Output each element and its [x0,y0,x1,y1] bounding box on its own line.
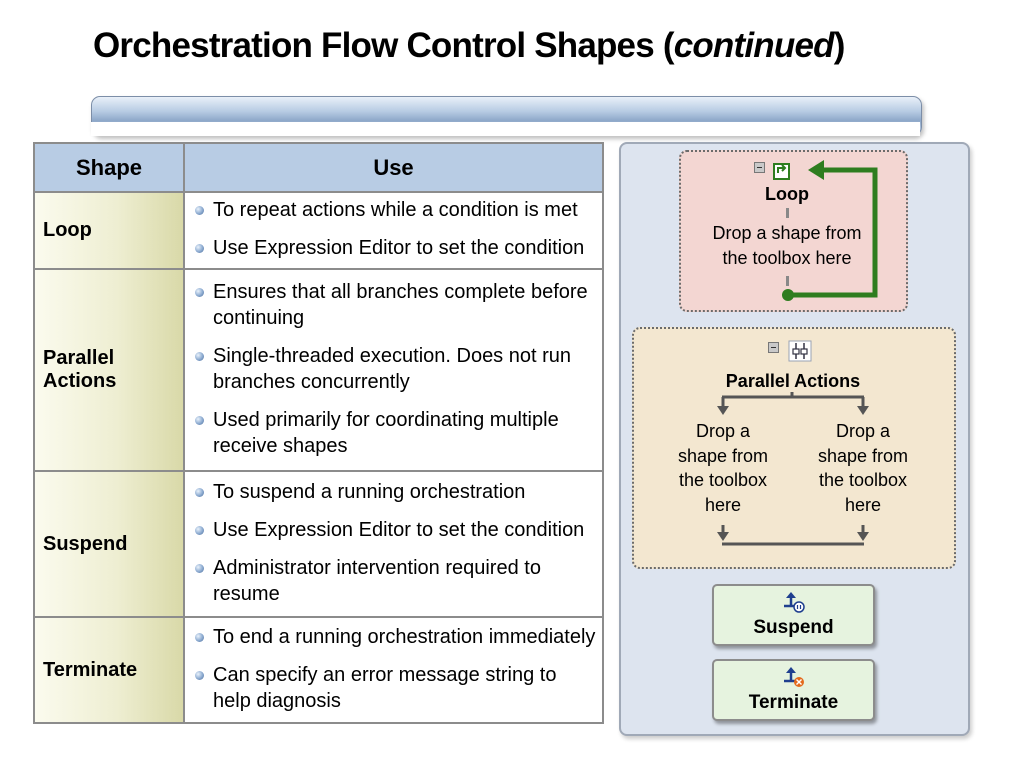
loop-connector-top [786,208,789,218]
list-item: Used primarily for coordinating multiple… [195,407,598,459]
use-cell-parallel-actions: Ensures that all branches complete befor… [183,268,604,472]
collapse-icon[interactable] [768,342,779,353]
use-column-header: Use [183,142,604,193]
drop-text-line: Drop a [835,421,891,441]
slide-title-main: Orchestration Flow Control Shapes ( [93,26,674,65]
collapse-icon[interactable] [754,162,765,173]
shape-cell-suspend: Suspend [33,470,185,618]
table-row: Suspend To suspend a running orchestrati… [33,470,604,618]
parallel-actions-icon [788,340,812,362]
loop-back-arrow [782,160,878,301]
list-item: To repeat actions while a condition is m… [195,197,598,223]
loop-icon [773,163,790,180]
table-header-row: Shape Use [33,142,604,193]
slide-title: Orchestration Flow Control Shapes (conti… [93,24,845,68]
parallel-branch-connectors [717,392,869,546]
parallel-actions-title: Parallel Actions [725,371,861,391]
use-cell-suspend: To suspend a running orchestration Use E… [183,470,604,618]
use-list: To suspend a running orchestration Use E… [185,478,602,611]
shape-column-header: Shape [33,142,185,193]
loop-title: Loop [765,184,809,204]
loop-shape[interactable] [679,150,908,312]
list-item: Ensures that all branches complete befor… [195,279,598,331]
slide-title-italic: continued [673,26,835,65]
list-item: Use Expression Editor to set the conditi… [195,235,598,261]
shapes-table: Shape Use Loop To repeat actions while a… [33,142,604,724]
shape-cell-parallel-actions: Parallel Actions [33,268,185,472]
list-item: Administrator intervention required to r… [195,556,541,605]
list-item: Use Expression Editor to set the conditi… [195,517,602,543]
drop-text-line: shape from [817,445,909,466]
use-cell-terminate: To end a running orchestration immediate… [183,616,604,724]
terminate-label: Terminate [748,692,839,713]
drop-text-line: shape from [677,445,769,466]
list-item: Single-threaded execution. Does not run … [195,343,598,395]
use-list: To repeat actions while a condition is m… [185,196,602,265]
suspend-icon [784,592,805,613]
parallel-actions-shape[interactable] [632,327,956,569]
loop-connector-bottom [786,276,789,286]
use-list: Ensures that all branches complete befor… [185,278,602,463]
terminate-icon [784,667,804,687]
drop-text-line: Drop a [695,421,751,441]
loop-drop-line-1: Drop a shape from [712,223,862,243]
table-row: Loop To repeat actions while a condition… [33,191,604,270]
header-decoration-mask [91,122,920,136]
terminate-shape[interactable]: Terminate [712,659,875,721]
drop-text-line: here [844,494,882,515]
drop-text-line: the toolbox [678,470,768,490]
suspend-shape[interactable]: Suspend [712,584,875,646]
table-row: Parallel Actions Ensures that all branch… [33,268,604,472]
use-cell-loop: To repeat actions while a condition is m… [183,191,604,270]
table-row: Terminate To end a running orchestration… [33,616,604,724]
parallel-left-drop-zone[interactable]: Drop a shape from the toolbox here [663,419,783,517]
shape-cell-terminate: Terminate [33,616,185,724]
slide-title-close: ) [833,26,846,65]
shape-cell-loop: Loop [33,191,185,270]
parallel-right-drop-zone[interactable]: Drop a shape from the toolbox here [803,419,923,517]
use-list: To end a running orchestration immediate… [185,623,602,718]
loop-drop-line-2: the toolbox here [722,248,852,268]
list-item: To end a running orchestration immediate… [195,624,598,650]
drop-text-line: the toolbox [818,470,908,490]
loop-drop-zone[interactable]: Drop a shape from the toolbox here [697,221,877,271]
suspend-label: Suspend [753,617,834,638]
list-item: Can specify an error message string to h… [195,662,598,714]
list-item: To suspend a running orchestration [195,479,542,505]
drop-text-line: here [704,494,742,515]
